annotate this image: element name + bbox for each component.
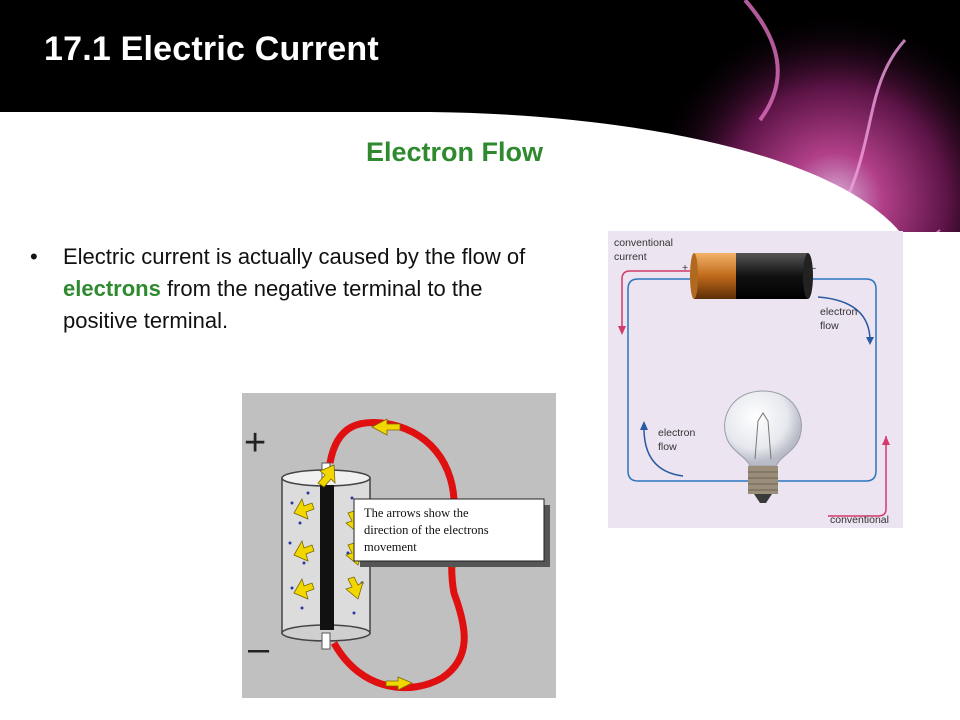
battery-electron-flow-diagram: + – The arrows show the directi: [242, 393, 556, 698]
callout-line: direction of the electrons: [364, 523, 489, 537]
battery-minus-label: –: [810, 262, 816, 274]
bullet-highlight: electrons: [63, 276, 161, 301]
label-conventional-bottom: conventional: [830, 514, 889, 526]
label-electron-flow-bottom: electron: [658, 427, 696, 439]
callout-line: movement: [364, 540, 417, 554]
callout-box: The arrows show the direction of the ele…: [353, 498, 550, 567]
label-electron-flow-top: flow: [820, 320, 839, 332]
battery-icon: [690, 253, 813, 299]
arrow-icon: [293, 539, 315, 562]
plus-sign: +: [244, 422, 266, 464]
callout-line: The arrows show the: [364, 506, 469, 520]
arrow-icon: [371, 418, 401, 436]
label-electron-flow-bottom: flow: [658, 441, 677, 453]
light-bulb-icon: [724, 390, 802, 503]
bullet-text-end: from the negative terminal to the positi…: [63, 276, 483, 333]
bullet-text: Electric current is actually caused by t…: [63, 241, 563, 337]
slide-title: 17.1 Electric Current: [44, 30, 379, 68]
label-conventional-current: conventional: [614, 237, 673, 249]
bullet-text-start: Electric current is actually caused by t…: [63, 244, 526, 269]
minus-sign: –: [248, 628, 270, 670]
arrow-icon: [317, 464, 336, 488]
circuit-current-diagram: conventional current + – electron flow e…: [608, 231, 903, 528]
battery-plus-label: +: [682, 262, 688, 274]
arrow-icon: [293, 577, 315, 600]
label-conventional-current: current: [614, 251, 647, 263]
bullet-marker: •: [30, 244, 38, 269]
arrow-icon: [293, 497, 315, 520]
arrow-icon: [385, 676, 413, 691]
slide-subtitle: Electron Flow: [366, 137, 544, 167]
label-electron-flow-top: electron: [820, 306, 858, 318]
arrow-icon: [345, 576, 364, 600]
